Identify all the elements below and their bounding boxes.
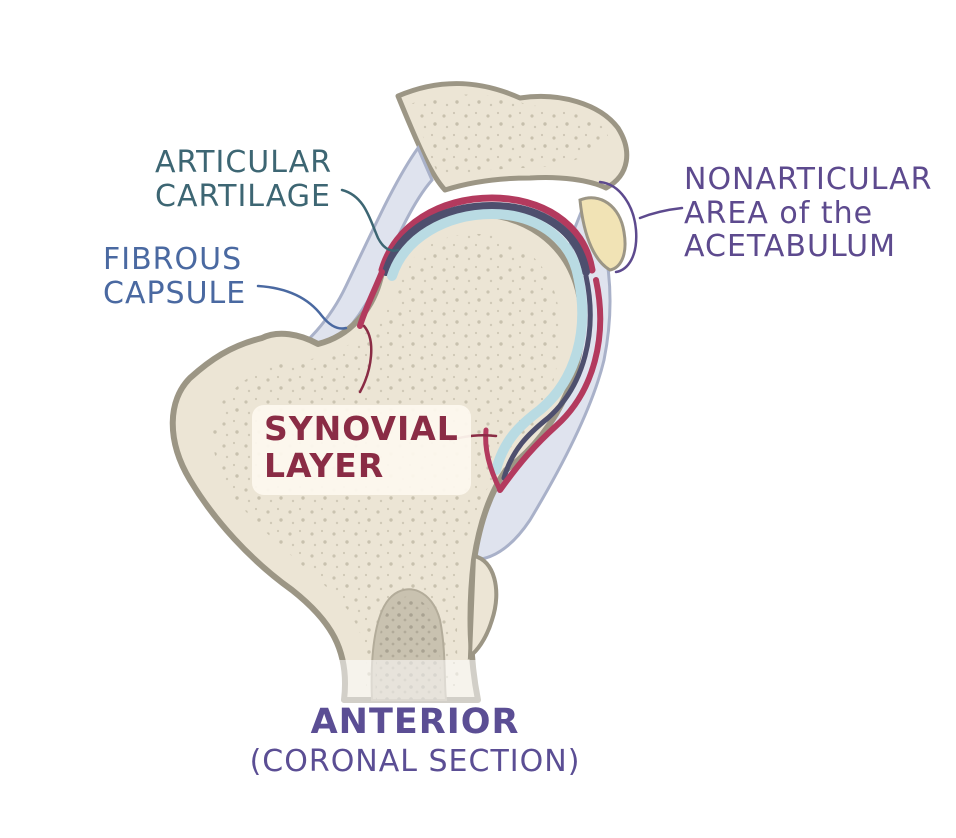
joint-layers	[357, 194, 604, 493]
label-fibrous-line-2: CAPSULE	[103, 275, 247, 311]
synovial-leader-upper	[358, 324, 373, 394]
label-articular-cartilage: ARTICULAR CARTILAGE	[155, 146, 332, 213]
nonarticular-bracket	[598, 180, 638, 274]
label-articular-line-2: CARTILAGE	[155, 178, 331, 214]
label-fibrous-line-1: FIBROUS	[103, 242, 243, 277]
view-title: ANTERIOR	[310, 702, 520, 742]
label-fibrous-capsule: FIBROUS CAPSULE	[103, 243, 246, 310]
nonarticular-fat-pad	[578, 196, 627, 272]
label-nonarticular-line-1: NONARTICULAR	[684, 162, 933, 197]
label-nonarticular-line-3: ACETABULUM	[684, 229, 897, 265]
articular-cartilage-leader	[340, 188, 400, 252]
view-subtitle: (CORONAL SECTION)	[249, 744, 581, 779]
label-synovial-line-2: LAYER	[264, 445, 385, 485]
label-nonarticular-area: NONARTICULAR AREA of the ACETABULUM	[684, 163, 933, 264]
acetabulum-bone	[395, 81, 630, 193]
label-nonarticular-line-2: AREA of the	[684, 195, 874, 231]
label-synovial-line-1: SYNOVIAL	[264, 409, 459, 448]
label-articular-line-1: ARTICULAR	[155, 145, 333, 180]
fibrous-capsule-leader	[256, 284, 348, 330]
leader-lines	[256, 180, 684, 442]
label-synovial-layer: SYNOVIAL LAYER	[252, 405, 471, 495]
nonarticular-leader	[638, 206, 684, 220]
view-caption: ANTERIOR (CORONAL SECTION)	[0, 702, 830, 779]
